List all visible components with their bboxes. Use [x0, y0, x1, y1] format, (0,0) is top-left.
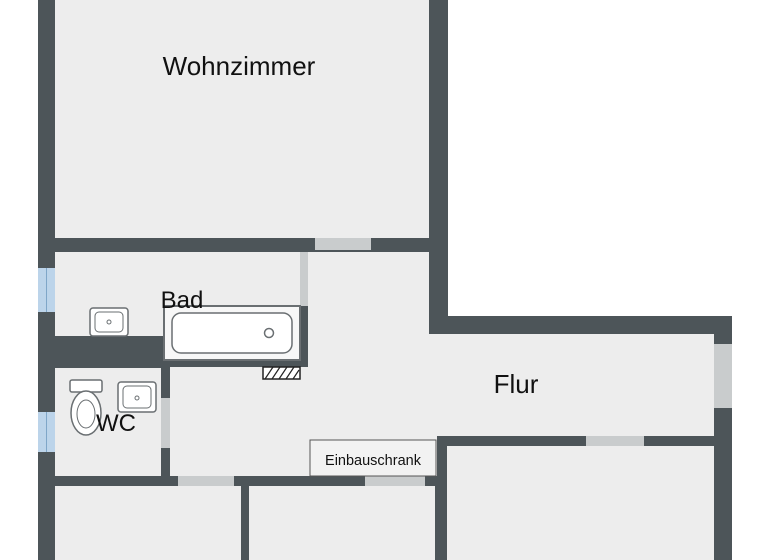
wc-sink	[117, 381, 157, 413]
floor-room-south-1	[55, 486, 241, 560]
toilet-seat-inner	[76, 399, 96, 429]
bath-sink-drain-icon	[106, 319, 112, 325]
shaft-hatching	[264, 366, 300, 380]
room-label-hall: Flur	[494, 369, 539, 399]
room-labels: Wohnzimmer Bad WC Flur Einbauschrank	[96, 51, 539, 469]
toilet	[69, 379, 103, 436]
windows	[38, 268, 55, 452]
bathtub-drain-icon	[263, 327, 275, 339]
floor-hall	[170, 252, 714, 476]
door-southeast	[586, 436, 644, 446]
room-label-bath: Bad	[161, 287, 204, 314]
floor-room-south-2	[249, 486, 435, 560]
window-hall-east	[714, 344, 732, 408]
closet-box	[309, 439, 437, 477]
door-south-1	[178, 476, 234, 486]
wc-sink-drain-icon	[134, 395, 140, 401]
door-wc	[161, 398, 170, 448]
floor-living-room	[55, 0, 429, 238]
room-label-wc: WC	[96, 410, 136, 437]
room-label-living: Wohnzimmer	[163, 51, 316, 81]
door-south-2	[365, 476, 425, 486]
bath-sink	[89, 307, 129, 337]
bath-sink-basin	[94, 311, 124, 333]
toilet-bowl	[70, 390, 102, 436]
door-bath	[300, 252, 308, 306]
bath-sink-outer	[89, 307, 129, 337]
wc-sink-basin	[122, 385, 152, 409]
installation-shaft	[262, 366, 301, 380]
shaft-box	[262, 366, 301, 380]
toilet-tank	[69, 379, 103, 393]
bathtub-basin	[171, 312, 293, 354]
door-living-room	[315, 238, 371, 250]
room-label-closet: Einbauschrank	[325, 453, 422, 469]
wc-sink-outer	[117, 381, 157, 413]
bathtub	[163, 305, 301, 361]
floor-room-southeast	[447, 446, 714, 560]
doors	[161, 238, 732, 486]
